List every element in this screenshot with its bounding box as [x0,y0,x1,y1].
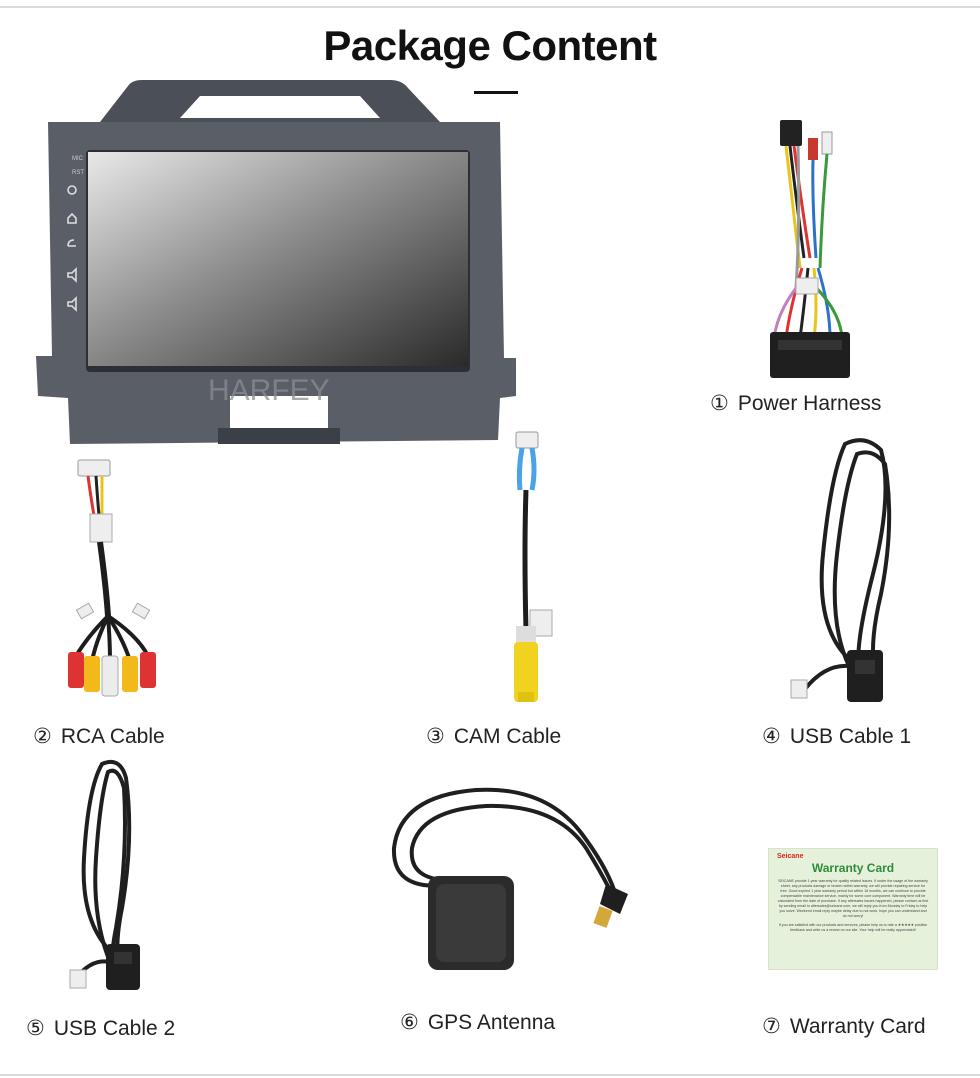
usb-cable-1-image [785,434,905,709]
page-title: Package Content [323,22,657,69]
power-harness-image [760,118,870,383]
brand-watermark: HARFEY [208,374,330,407]
warranty-card-body: SEICANE provide 1 year warranty for qual… [777,879,929,918]
gps-antenna-image [386,784,636,974]
rca-cable-image [58,456,178,711]
warranty-card-heading: Warranty Card [811,861,895,875]
mic-label: MIC [72,156,84,162]
warranty-card: Seicane Warranty Card SEICANE provide 1 … [768,848,938,970]
head-unit-image: MIC RST HARFEY [30,78,520,448]
bottom-divider [0,1074,980,1076]
title-underline [474,91,518,94]
rst-label: RST [72,170,84,176]
top-divider [0,6,980,8]
cam-cable-image [500,430,560,705]
usb-cable-2-image [62,758,157,994]
head-unit-button-icons [67,185,77,312]
warranty-card-footer: If you are satisfied with our products a… [778,923,928,932]
warranty-card-brand: Seicane [777,853,804,860]
